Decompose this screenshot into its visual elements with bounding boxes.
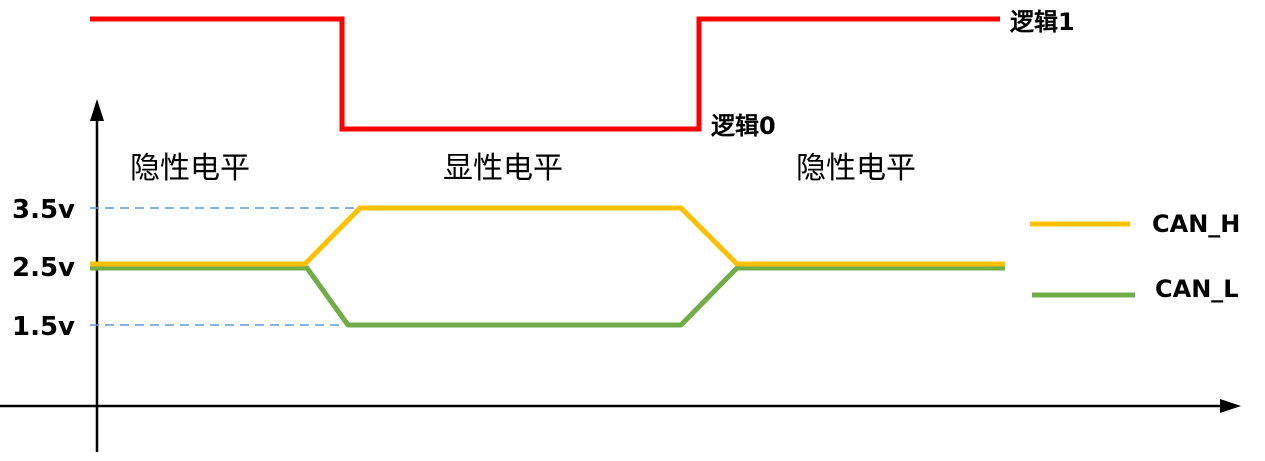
voltage-label-2-5v: 2.5v	[12, 253, 75, 283]
logic-1-label: 逻辑1	[1010, 8, 1075, 36]
region-label-recessive-right: 隐性电平	[796, 151, 916, 186]
can-h-signal-line	[90, 205, 1005, 267]
legend-label-can-h: CAN_H	[1152, 210, 1240, 238]
logic-signal-line	[90, 16, 1000, 132]
voltage-label-1-5v: 1.5v	[12, 312, 75, 342]
region-label-dominant: 显性电平	[443, 151, 563, 186]
legend-label-can-l: CAN_L	[1155, 275, 1239, 303]
y-axis-arrow	[90, 99, 104, 121]
can-l-signal-line	[90, 265, 1005, 328]
x-axis-arrow	[1220, 399, 1241, 413]
voltage-label-3-5v: 3.5v	[12, 195, 75, 225]
region-label-recessive-left: 隐性电平	[130, 151, 250, 186]
logic-0-label: 逻辑0	[711, 112, 776, 140]
